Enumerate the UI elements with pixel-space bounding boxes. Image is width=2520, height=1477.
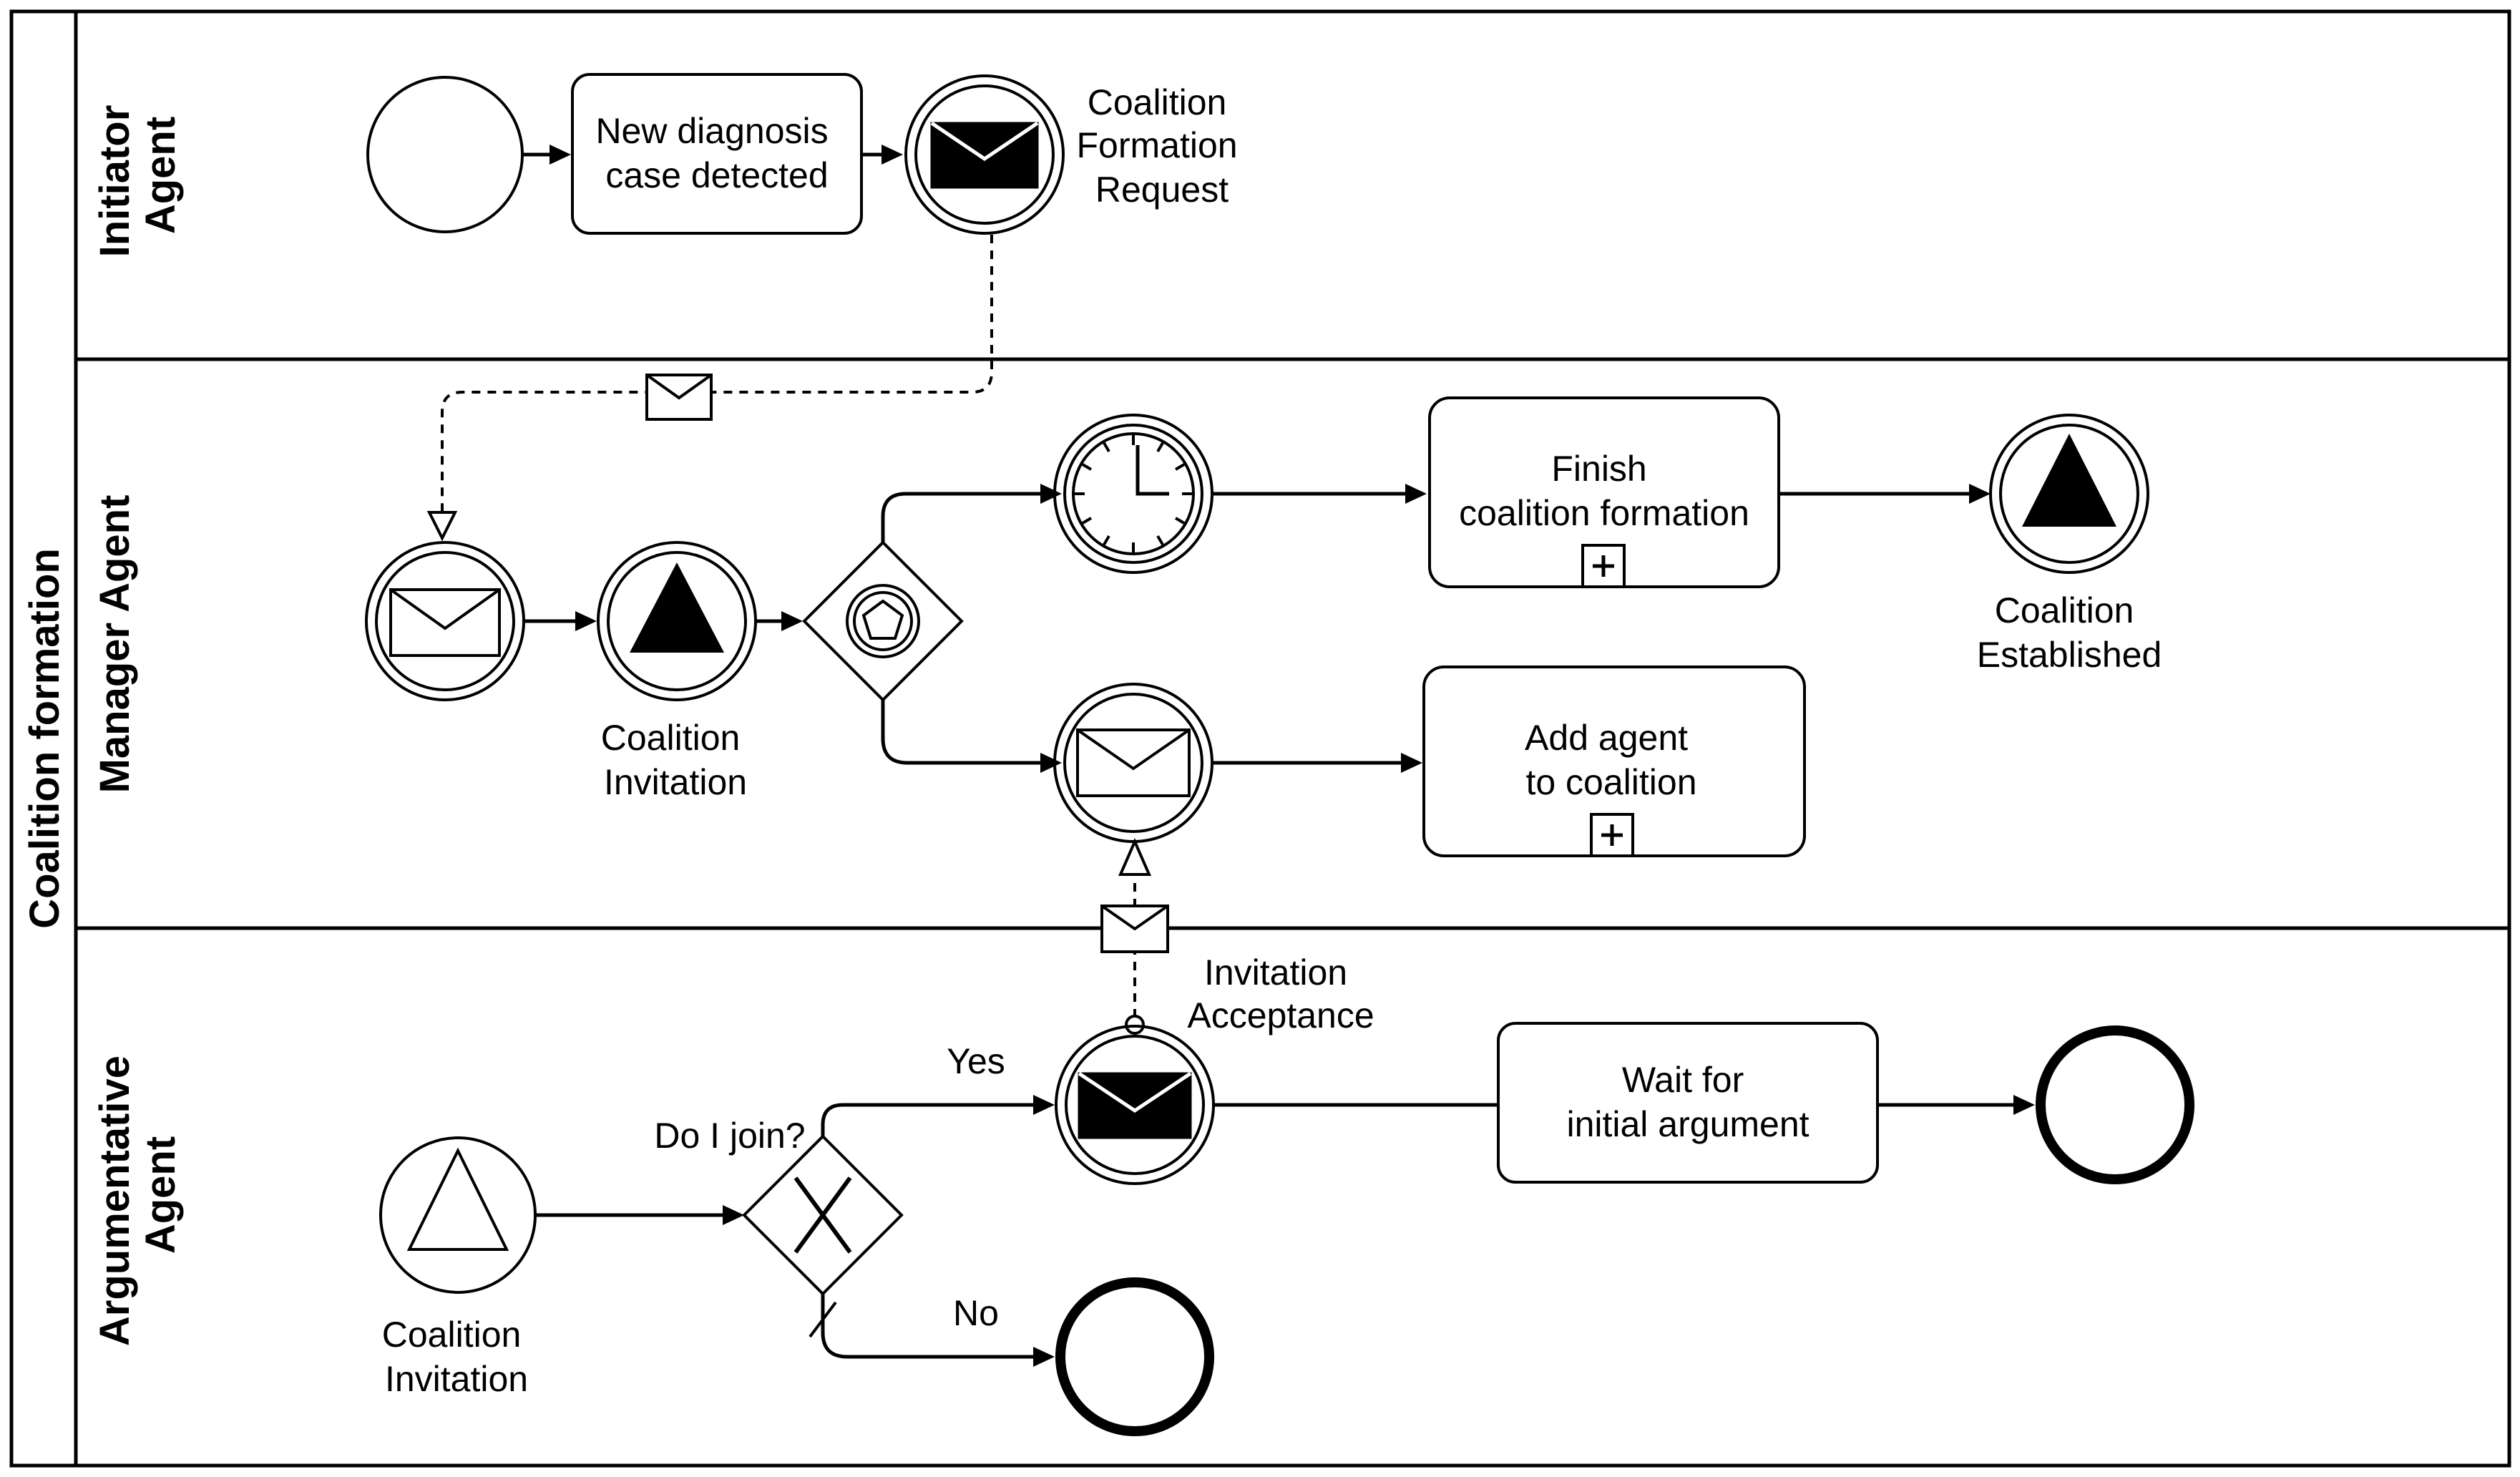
lane-label-argumentative: Argumentative Agent [92, 1044, 184, 1346]
arg-invitation-label: Coalition Invitation [382, 1315, 531, 1399]
gateway-question-label: Do I join? [654, 1116, 805, 1156]
flow-no-default [821, 1294, 1040, 1359]
lane-label-manager: Manager Agent [92, 495, 138, 794]
arrowhead [1040, 753, 1062, 773]
task-new-diagnosis-label: New diagnosis case detected [595, 111, 838, 195]
message-flow-arrowhead [1118, 837, 1152, 876]
message-flow-arrowhead [426, 511, 458, 542]
established-event-label: Coalition Established [1977, 590, 2162, 675]
triangle-icon [406, 1147, 509, 1251]
flow-gateway-to-timer [881, 492, 1047, 542]
clock-icon [1072, 432, 1195, 555]
arrowhead [575, 611, 597, 631]
flow-yes [821, 1103, 1040, 1136]
lane-label-initiator: Initiator Agent [92, 94, 184, 258]
arrowhead [1033, 1347, 1055, 1367]
envelope-icon [1076, 728, 1191, 797]
throw-signal-event-invitation[interactable] [597, 541, 757, 701]
catch-message-event-acceptance[interactable] [1053, 683, 1213, 843]
message-flow-envelope-icon [1100, 905, 1169, 953]
envelope-icon [389, 588, 501, 657]
throw-message-event-acceptance[interactable] [1055, 1025, 1215, 1185]
flow-gateway-to-message [881, 700, 1047, 765]
pentagon-icon [861, 599, 904, 640]
start-event-initiator[interactable] [366, 76, 524, 233]
start-signal-event-invitation[interactable] [379, 1136, 537, 1294]
catch-message-event-manager[interactable] [365, 541, 525, 701]
subprocess-add-agent-label: Add agent to coalition [1525, 718, 1698, 802]
arrowhead [1405, 484, 1427, 504]
task-new-diagnosis[interactable] [571, 73, 863, 235]
task-wait-argument-label: Wait for initial argument [1566, 1060, 1809, 1144]
end-event-declined[interactable] [1055, 1277, 1214, 1436]
request-event-label: Coalition Formation Request [1077, 82, 1248, 210]
throw-signal-event-established[interactable] [1989, 414, 2149, 574]
triangle-filled-icon [2022, 434, 2116, 527]
arrowhead [881, 145, 903, 165]
flow-yes-label: Yes [947, 1041, 1005, 1081]
throw-message-event-request[interactable] [904, 74, 1065, 235]
end-event-joined[interactable] [2036, 1025, 2194, 1184]
arrowhead [723, 1205, 744, 1225]
arrowhead [1401, 753, 1422, 773]
exclusive-gateway-do-i-join[interactable] [742, 1134, 904, 1296]
arrowhead [550, 145, 571, 165]
task-wait-argument[interactable] [1497, 1022, 1879, 1184]
invitation-event-label: Coalition Invitation [601, 718, 750, 802]
expand-subprocess-icon[interactable] [1581, 544, 1626, 588]
arrowhead [1033, 1095, 1055, 1115]
pool-border [9, 9, 2511, 1468]
arrowhead [1969, 484, 1991, 504]
timer-intermediate-event[interactable] [1053, 414, 1213, 574]
acceptance-event-label: Invitation Acceptance [1187, 952, 1374, 1035]
expand-subprocess-icon[interactable] [1590, 813, 1634, 857]
default-flow-marker [809, 1301, 837, 1338]
triangle-filled-icon [630, 562, 724, 653]
message-flow-envelope-icon [645, 374, 713, 421]
message-flow-request [441, 235, 993, 514]
arrowhead [1040, 484, 1062, 504]
arrowhead [781, 611, 803, 631]
flow-no-label: No [953, 1293, 999, 1333]
subprocess-finish-coalition-label: Finish coalition formation [1459, 449, 1749, 533]
arrowhead [2013, 1095, 2035, 1115]
event-based-gateway[interactable] [802, 540, 964, 702]
pool-label: Coalition formation [21, 548, 68, 929]
